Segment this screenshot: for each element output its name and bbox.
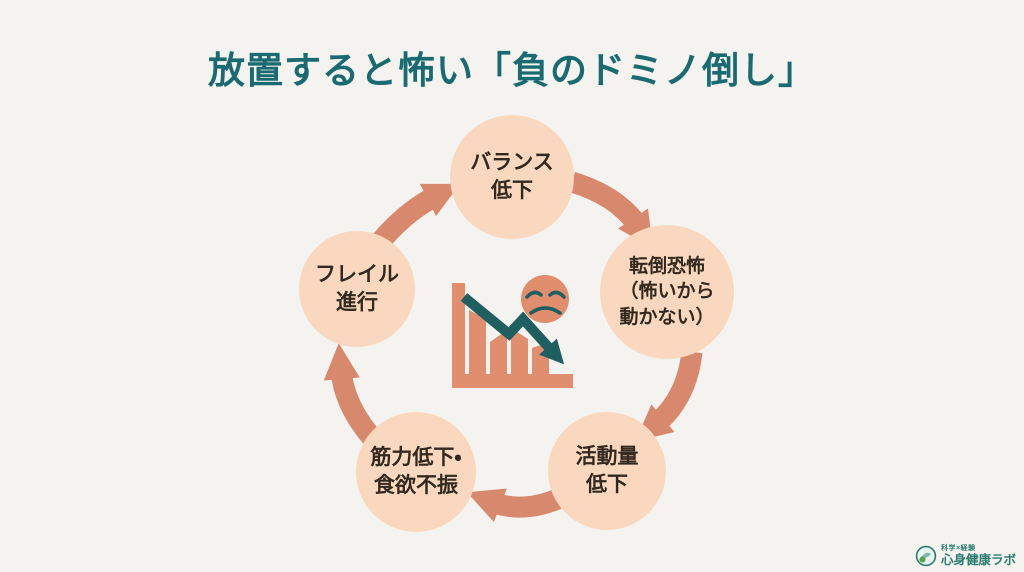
cycle-node-activity-decline: 活動量 低下 <box>548 412 666 530</box>
brand-tagline: 科学×経験 <box>940 544 976 552</box>
brand-logo-icon <box>915 545 937 566</box>
declining-trend-arrow <box>460 293 565 365</box>
node-label-line: （怖いから <box>619 281 715 303</box>
brand-name: 心身健康ラボ <box>940 552 1016 567</box>
node-label-line: 動かない） <box>619 306 715 328</box>
chart-bar <box>490 330 507 374</box>
node-label-line: 低下 <box>586 473 628 496</box>
arrow-activity-to-muscle <box>466 488 565 523</box>
sad-face-icon <box>521 275 569 323</box>
node-label-line: 筋力低下・ <box>370 446 462 470</box>
cycle-node-frailty-progression: フレイル 進行 <box>299 231 415 347</box>
node-label-line: 食欲不振 <box>374 474 458 497</box>
sad-face-right-eye <box>548 290 566 299</box>
chart-bar <box>469 310 486 374</box>
arrow-fear-to-activity <box>635 350 703 442</box>
cycle-node-fear-of-falling: 転倒恐怖 （怖いから 動かない） <box>600 225 734 359</box>
node-label-line: バランス <box>470 151 554 175</box>
brand-logo: 科学×経験 心身健康ラボ <box>915 545 1016 567</box>
chart-y-axis <box>452 283 465 388</box>
arrow-muscle-to-frailty <box>323 343 382 447</box>
brand-text: 科学×経験 心身健康ラボ <box>941 545 1016 567</box>
node-label-line: 活動量 <box>575 445 639 469</box>
chart-bar <box>511 328 528 374</box>
node-label-line: 低下 <box>491 179 533 202</box>
node-label-line: 転倒恐怖 <box>628 256 705 278</box>
declining-chart-icon <box>452 275 573 388</box>
chart-x-axis <box>452 374 573 388</box>
cycle-node-muscle-weakness: 筋力低下・ 食欲不振 <box>356 412 476 532</box>
sad-face-mouth <box>529 306 562 315</box>
node-label-line: 進行 <box>336 291 378 314</box>
arrow-balance-to-fear <box>568 171 653 249</box>
cycle-node-balance: バランス 低下 <box>450 115 574 239</box>
node-label-line: フレイル <box>315 263 399 287</box>
sad-face-left-eye <box>525 290 543 299</box>
page-title: 放置すると怖い「負のドミノ倒し」 <box>208 50 816 91</box>
